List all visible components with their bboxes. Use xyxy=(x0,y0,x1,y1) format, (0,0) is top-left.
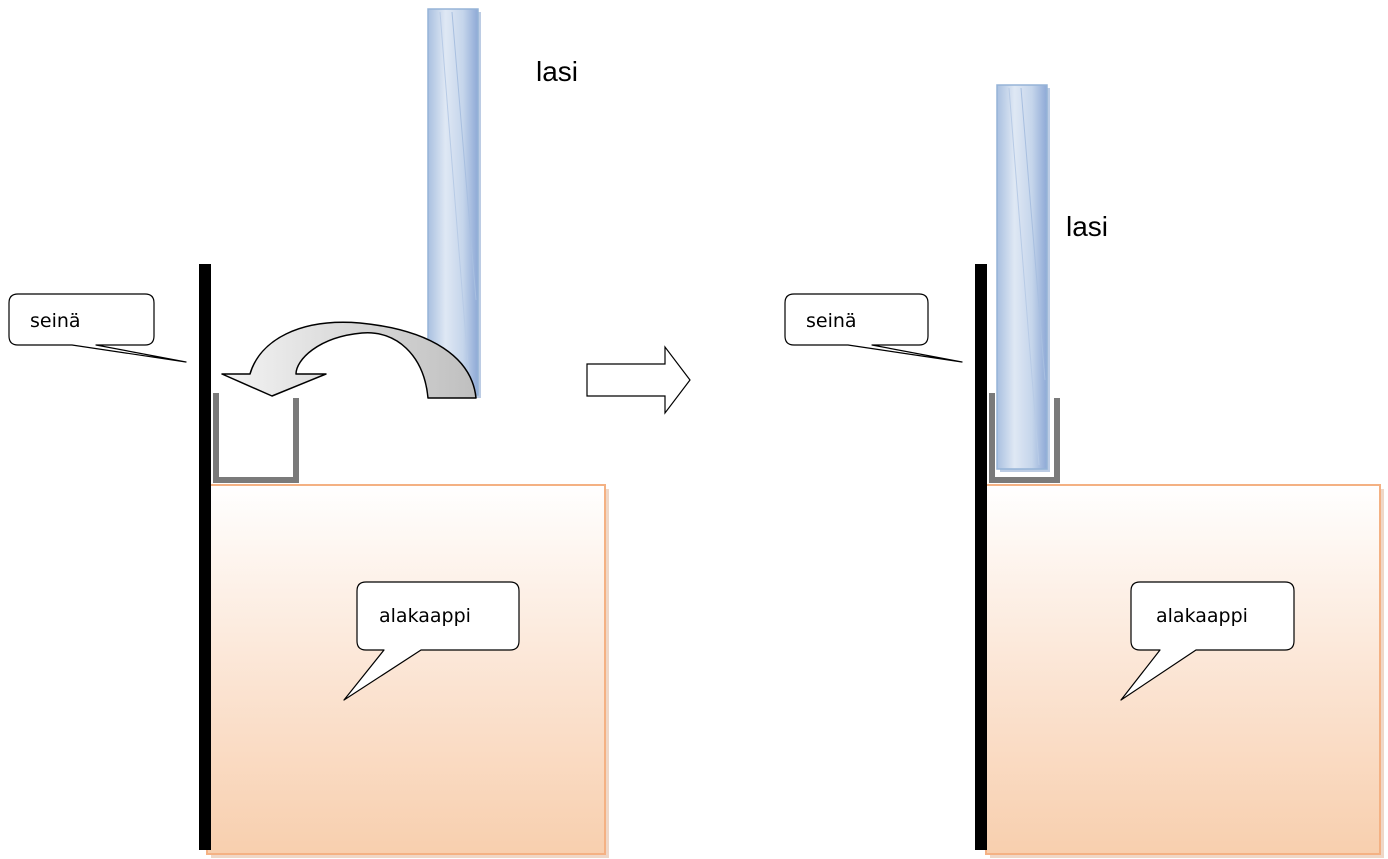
glass-label: lasi xyxy=(536,56,578,87)
wall-callout-text: seinä xyxy=(30,310,81,332)
glass-panel xyxy=(427,8,481,398)
cabinet-callout: alakaappi xyxy=(343,581,520,701)
cabinet-callout-text: alakaappi xyxy=(379,605,471,627)
right-arrow-icon xyxy=(586,345,691,415)
wall xyxy=(199,264,211,850)
u-channel xyxy=(213,393,299,483)
lower-cabinet xyxy=(985,484,1384,858)
cabinet-callout: alakaappi xyxy=(1120,581,1295,701)
after-scene: lasi seinä alakaappi xyxy=(784,84,1384,858)
cabinet-callout-text: alakaappi xyxy=(1156,605,1248,627)
curved-arrow-icon xyxy=(221,321,477,399)
wall-callout: seinä xyxy=(784,293,963,363)
wall xyxy=(975,264,987,850)
wall-callout-text: seinä xyxy=(806,310,857,332)
lower-cabinet xyxy=(206,484,609,858)
glass-panel xyxy=(996,84,1050,472)
glass-label: lasi xyxy=(1066,211,1108,242)
wall-callout: seinä xyxy=(8,293,187,363)
before-scene: lasi seinä alakaappi xyxy=(8,8,609,858)
u-channel xyxy=(989,393,1060,483)
